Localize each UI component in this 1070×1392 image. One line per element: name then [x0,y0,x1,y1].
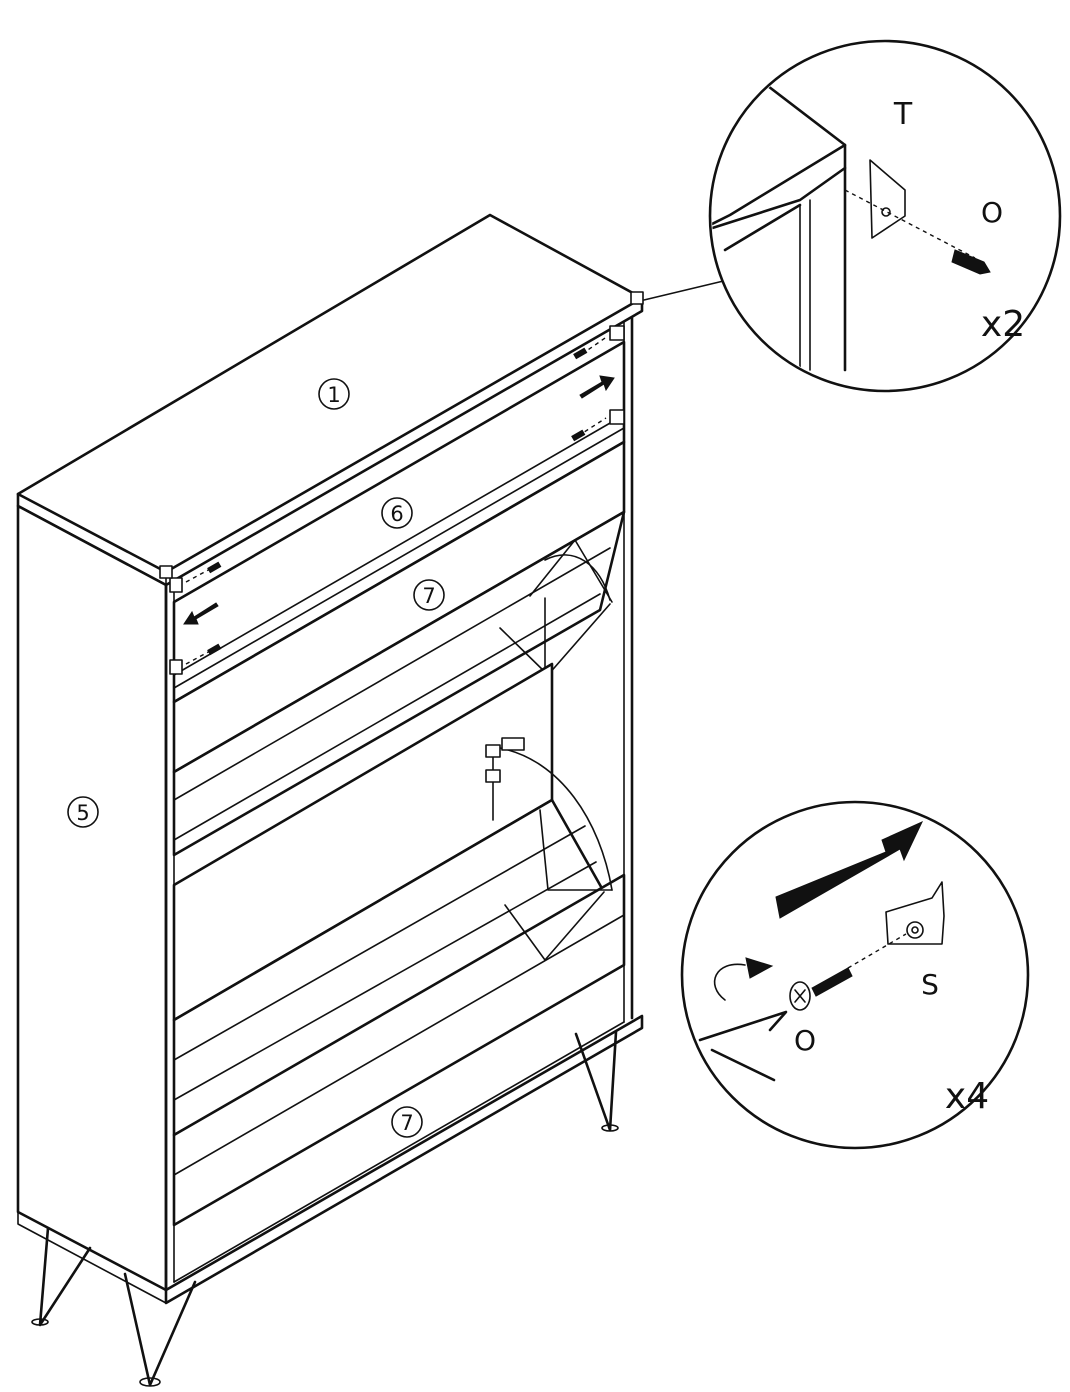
screw-icon [951,249,991,275]
callout-side-panel: 5 [67,796,99,828]
svg-text:1: 1 [327,383,340,407]
lower-flap [172,662,626,1227]
front-frame [164,316,644,1305]
callout-flap-upper: 7 [413,579,445,611]
svg-text:6: 6 [390,502,403,526]
label-o-top: O [981,196,1003,229]
rear-fittings-left [169,561,222,675]
callout-front-rail: 6 [381,497,413,529]
upper-flap [172,440,626,857]
corner-bracket-left [159,565,173,579]
detail-circle-bottom: S O x4 [680,800,1030,1150]
t-bracket [869,159,906,239]
label-t: T [893,97,913,132]
callout-top-panel: 1 [318,378,350,410]
hairpin-legs [31,1030,619,1387]
detail-bottom-content [698,820,945,1082]
screw-icon-bottom [811,967,853,997]
label-s: S [921,968,939,1001]
label-o-bottom: O [794,1024,816,1057]
s-bracket [885,881,945,945]
svg-text:7: 7 [422,584,435,608]
callout-flap-lower: 7 [391,1106,423,1138]
detail-circle-top: T O x2 [643,39,1062,393]
qty-x4: x4 [945,1076,989,1117]
svg-text:7: 7 [400,1111,413,1135]
direction-arrow-icon [775,820,924,919]
svg-text:5: 5 [76,801,89,825]
corner-bracket-right [630,291,644,305]
rear-fittings-right [571,325,625,442]
side-panel [16,504,168,1304]
qty-x2: x2 [981,304,1025,345]
